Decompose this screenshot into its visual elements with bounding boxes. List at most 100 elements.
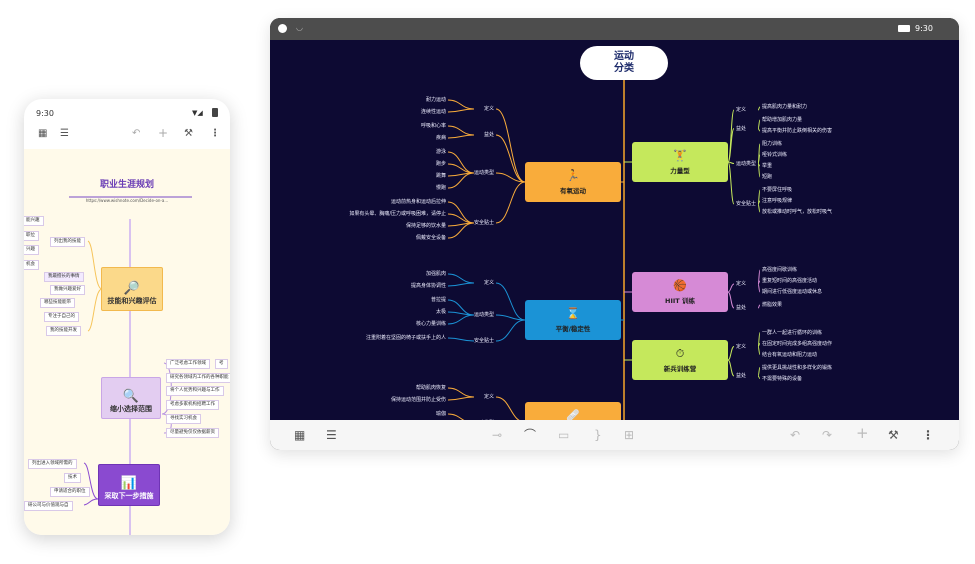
branch-group-label[interactable]: 益处 (483, 132, 494, 138)
branch-leaf-item[interactable]: 举重 (762, 163, 773, 169)
phone-branch2-item[interactable]: 将个人优势和兴趣与工作 (166, 386, 224, 396)
branch-leaf-item[interactable]: 提供更具挑战性和多样化的锻炼 (762, 364, 833, 371)
phone-branch2-item[interactable]: 考虑多家机构招聘工作 (166, 400, 219, 410)
phone-edge-label[interactable]: 兴趣 (24, 245, 39, 255)
tablet-mindmap-canvas[interactable]: 运动 分类 🏃有氧运动定义耐力运动连续性运动益处呼吸和心率疾病运动类型游泳跑步跳… (270, 40, 959, 420)
branch-group-label[interactable]: 益处 (736, 373, 747, 379)
branch-group-label[interactable]: 定义 (483, 280, 494, 286)
root-topic[interactable]: 运动 分类 (580, 46, 668, 80)
branch-leaf-item[interactable]: 如果有头晕、胸痛/压力或呼吸困难，请停止 (349, 211, 446, 217)
branch-leaf-item[interactable]: 游泳 (435, 149, 446, 155)
phone-edge-label[interactable]: 职位 (24, 231, 39, 241)
branch-leaf-item[interactable]: 在固定时间完成多组高强度动作 (762, 340, 833, 347)
branch-leaf-item[interactable]: 帮助肌肉恢复 (415, 385, 446, 391)
topic-card-right-2[interactable]: ⏱新兵训练营 (632, 340, 728, 380)
phone-topic-skills[interactable]: 🔎 技能和兴趣评估 (101, 267, 163, 311)
phone-branch1-item[interactable]: 我的技能开发 (46, 326, 81, 336)
phone-branch3-item[interactable]: 技术 (64, 473, 81, 483)
branch-leaf-item[interactable]: 阻力训练 (762, 141, 783, 147)
branch-leaf-item[interactable]: 高强度间歇训练 (762, 267, 798, 273)
phone-branch2-item[interactable]: 寻找实习机会 (166, 414, 201, 424)
phone-branch1-item[interactable]: 专注于自己的 (44, 312, 79, 322)
branch-leaf-item[interactable]: 不要屏住呼吸 (762, 187, 793, 193)
boundary-icon[interactable]: ▭ (558, 428, 570, 442)
branch-group-label[interactable]: 安全贴士 (473, 338, 494, 344)
branch-leaf-item[interactable]: 燃脂效果 (762, 302, 783, 308)
branch-group-label[interactable]: 安全贴士 (736, 201, 757, 207)
more-icon[interactable]: ⋮ (210, 128, 220, 139)
branch-leaf-item[interactable]: 耐力运动 (425, 97, 446, 103)
format-painter-icon[interactable]: ⚒ (888, 428, 899, 442)
branch-group-label[interactable]: 运动类型 (736, 160, 757, 167)
branch-group-label[interactable]: 定义 (483, 106, 494, 112)
branch-group-label[interactable]: 运动类型 (473, 312, 494, 318)
topic-card-left-0[interactable]: 🏃有氧运动 (525, 162, 621, 202)
undo-icon[interactable]: ↶ (132, 128, 141, 139)
branch-leaf-item[interactable]: 保持运动范围并防止受伤 (390, 397, 446, 403)
outline-view-icon[interactable]: ☰ (326, 428, 337, 442)
branch-group-label[interactable]: 定义 (483, 394, 494, 400)
branch-leaf-item[interactable]: 佩戴安全设备 (415, 235, 446, 241)
phone-branch3-item[interactable]: 申请适合的职位 (50, 487, 90, 497)
branch-group-label[interactable]: 安全贴士 (473, 220, 494, 226)
branch-leaf-item[interactable]: 保持足够的饮水量 (405, 223, 446, 229)
branch-leaf-item[interactable]: 注意呼吸规律 (762, 198, 793, 204)
branch-leaf-item[interactable]: 重复短时间的高强度活动 (762, 278, 818, 284)
phone-map-url[interactable]: https://www.wishnote.com/Decide-on-a... (85, 198, 169, 203)
phone-edge-label[interactable]: 机会 (24, 260, 39, 270)
grid-view-icon[interactable]: ▦ (294, 428, 306, 442)
branch-leaf-item[interactable]: 提高肌肉力量和耐力 (762, 104, 808, 110)
outline-view-icon[interactable]: ☰ (60, 128, 69, 139)
phone-edge-label[interactable]: 能兴趣 (24, 216, 44, 226)
branch-group-label[interactable]: 定义 (736, 343, 747, 350)
branch-group-label[interactable]: 定义 (736, 107, 747, 113)
add-icon[interactable]: + (158, 126, 169, 140)
branch-leaf-item[interactable]: 短跑 (762, 174, 773, 180)
branch-leaf-item[interactable]: 放松或推动时呼气，放松时吸气 (762, 209, 833, 215)
branch-leaf-item[interactable]: 连续性运动 (420, 109, 446, 115)
branch-leaf-item[interactable]: 一群人一起进行循环的训练 (762, 329, 823, 336)
branch-leaf-item[interactable]: 呼吸和心率 (420, 123, 446, 129)
add-icon[interactable]: + (856, 424, 869, 442)
branch-leaf-item[interactable]: 哑铃式训练 (762, 152, 788, 158)
phone-mindmap-canvas[interactable]: 职业生涯规划 https://www.wishnote.com/Decide-o… (24, 149, 230, 535)
insert-sibling-icon[interactable]: ⊸ (492, 428, 503, 442)
branch-leaf-item[interactable]: 不需要特殊的设备 (762, 375, 803, 382)
phone-branch2-item[interactable]: 考 (215, 359, 228, 369)
phone-branch2-item[interactable]: 尽量避免仅仅依据薪资 (166, 428, 219, 438)
branch-leaf-item[interactable]: 跳舞 (435, 173, 446, 179)
branch-leaf-item[interactable]: 慢跑 (435, 185, 446, 191)
branch-leaf-item[interactable]: 跑步 (435, 161, 446, 167)
branch-leaf-item[interactable]: 帮助增加肌肉力量 (762, 117, 803, 123)
format-painter-icon[interactable]: ⚒ (184, 128, 193, 139)
phone-branch1-item[interactable]: 我做兴趣爱好 (50, 285, 85, 295)
insert-child-icon[interactable]: ⊞ (624, 428, 635, 442)
branch-group-label[interactable]: 运动类型 (473, 170, 494, 176)
topic-card-right-0[interactable]: 🏋力量型 (632, 142, 728, 182)
branch-leaf-item[interactable]: 瑜伽 (435, 411, 446, 417)
branch-leaf-item[interactable]: 提高平衡并防止跌倒相关的伤害 (762, 128, 833, 134)
redo-icon[interactable]: ↷ (822, 428, 833, 442)
phone-topic-next-steps[interactable]: 📊 采取下一步措施 (98, 464, 160, 506)
branch-group-label[interactable]: 定义 (736, 281, 747, 287)
phone-branch1-item[interactable]: 哪些技能能带 (40, 298, 75, 308)
phone-branch2-item[interactable]: 广泛考虑工作领域 (166, 359, 210, 369)
branch-leaf-item[interactable]: 注重附着在坚固的椅子或扶手上的人 (365, 335, 446, 341)
phone-branch2-item[interactable]: 研究各领域内工作的各种职能 (166, 373, 230, 383)
topic-card-left-1[interactable]: ⌛平衡/稳定性 (525, 300, 621, 340)
relationship-icon[interactable]: ⌒ (524, 428, 537, 442)
branch-leaf-item[interactable]: 核心力量训练 (415, 321, 446, 327)
branch-leaf-item[interactable]: 结合有氧运动和阻力运动 (762, 351, 818, 358)
more-icon[interactable]: ⋮ (922, 428, 934, 442)
branch-group-label[interactable]: 益处 (736, 125, 747, 132)
phone-branch3-item[interactable]: 列出进入领域所需的 (28, 459, 77, 469)
branch-leaf-item[interactable]: 太极 (435, 309, 446, 315)
branch-leaf-item[interactable]: 加强肌肉 (425, 271, 446, 277)
phone-branch1-item[interactable]: 列出我的技能 (50, 237, 85, 247)
summary-icon[interactable]: } (594, 428, 602, 442)
phone-branch3-item[interactable]: 研公司与价值观与自 (24, 501, 73, 511)
grid-view-icon[interactable]: ▦ (38, 128, 48, 139)
topic-card-left-2[interactable]: 🩹灵活性 (525, 402, 621, 420)
branch-leaf-item[interactable]: 期间进行低强度运动或休息 (762, 289, 823, 295)
undo-icon[interactable]: ↶ (790, 428, 801, 442)
